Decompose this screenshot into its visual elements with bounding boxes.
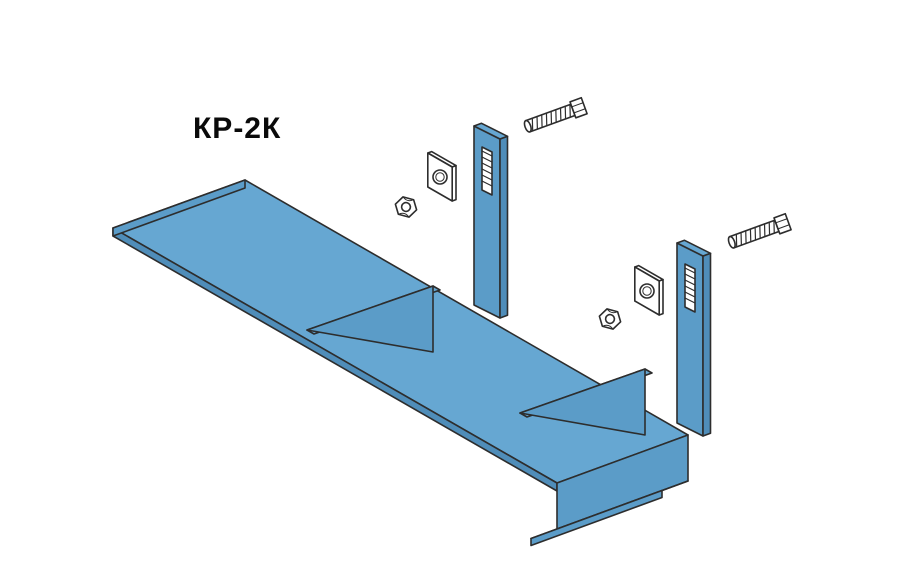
tab-1-serration	[481, 150, 493, 187]
tab-2-side	[702, 252, 712, 437]
bracket-arm	[112, 179, 689, 547]
tab-2-serration	[684, 267, 696, 304]
hex-nut-2	[596, 306, 624, 332]
serrated-clamp-tab-1	[473, 122, 509, 319]
gusset-plate-1	[306, 285, 441, 353]
tab-1-side	[499, 135, 509, 319]
lip-foot-front	[530, 489, 663, 547]
shelf-left-end	[112, 179, 246, 237]
gusset-2-face	[519, 368, 646, 436]
serrated-clamp-tab-2	[676, 239, 712, 437]
tab-2-top	[676, 239, 712, 257]
gusset-1-face	[306, 285, 434, 353]
hex-nut-1	[392, 194, 420, 220]
clamp-plate-2	[633, 264, 664, 316]
hex-bolt-2	[725, 212, 792, 253]
gusset-plate-2	[519, 368, 653, 436]
part-label: КР-2К	[193, 112, 282, 145]
tab-1-top	[473, 122, 509, 140]
hex-bolt-1	[521, 96, 588, 137]
clamp-plate-1	[426, 150, 457, 202]
